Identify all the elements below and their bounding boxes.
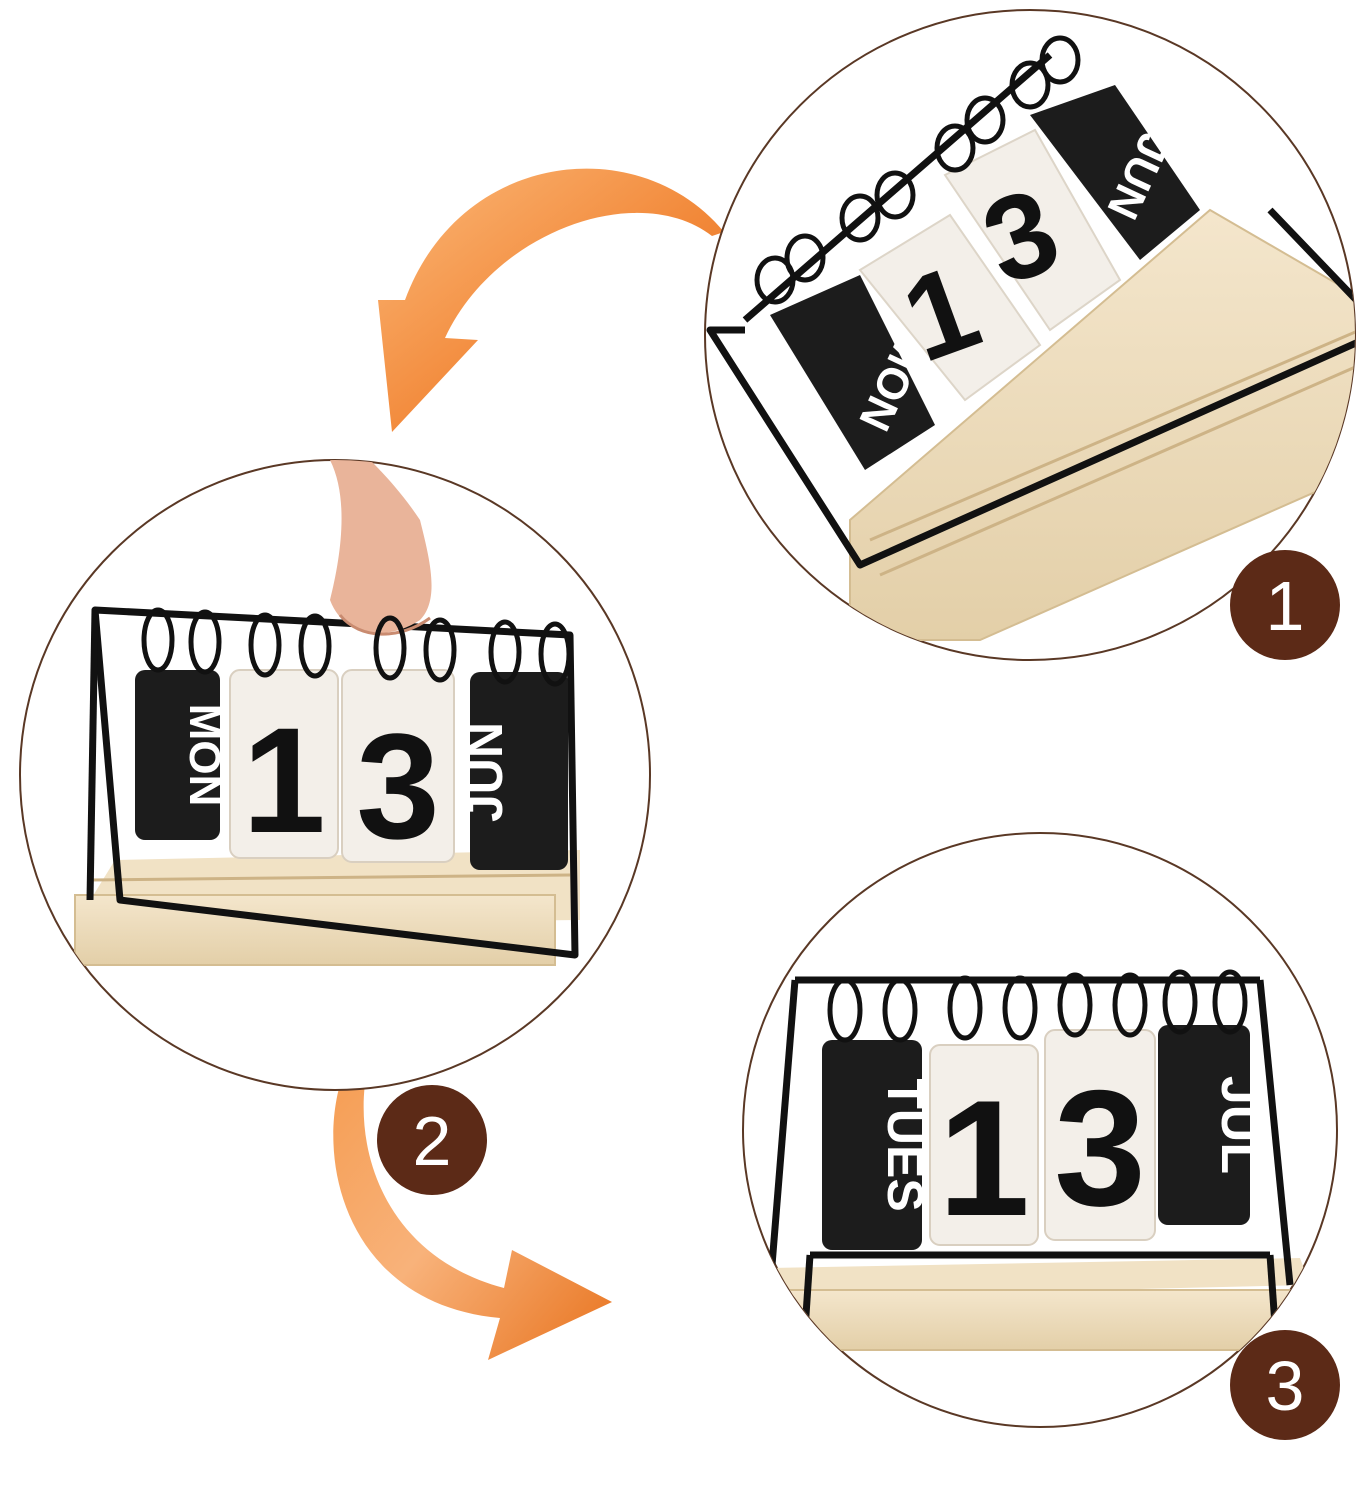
step-2-date-tens-card: 1: [229, 669, 339, 864]
step-2-date-ones-card: 3: [341, 669, 455, 870]
step-3-month-card: JUL: [1158, 1025, 1268, 1225]
step-3-calendar-photo: TUES 1 3 JUL: [754, 969, 1311, 1351]
step-2-date-ones: 3: [356, 702, 439, 870]
step-3-date-ones-card: 3: [1044, 1029, 1156, 1241]
step-1-badge: 1: [1230, 550, 1340, 660]
hand-icon: [330, 460, 432, 636]
wooden-base: [754, 1258, 1311, 1351]
step-2-number: 2: [413, 1102, 452, 1180]
binder-rings: [827, 969, 1248, 1043]
binder-rings: [141, 607, 572, 687]
step-2-date-tens: 1: [242, 696, 325, 864]
arrow-2-to-3: [333, 1020, 612, 1360]
step-3-month-label: JUL: [1210, 1076, 1268, 1174]
step-2-panel: MON 1 3 JUN: [19, 459, 651, 1195]
step-2-calendar-photo: MON 1 3 JUN: [74, 460, 580, 966]
step-1-number: 1: [1266, 567, 1305, 645]
step-2-month-card: JUN: [457, 672, 568, 870]
arrow-1-to-2: [378, 168, 724, 432]
step-3-date-tens-card: 1: [929, 1044, 1039, 1250]
step-1-panel: MON 1 3 JUN: [704, 9, 1356, 661]
step-2-month-label: JUN: [457, 722, 513, 822]
binder-rings: [754, 35, 1081, 305]
curved-arrow-icon: [378, 168, 724, 432]
step-3-day-label: TUES: [877, 1078, 933, 1211]
step-3-number: 3: [1266, 1347, 1305, 1425]
step-1-calendar-photo: MON 1 3 JUN: [706, 35, 1355, 641]
step-3-day-card: TUES: [822, 1040, 933, 1250]
curved-arrow-icon: [333, 1020, 612, 1360]
metal-frame: [706, 207, 1355, 569]
step-2-day-card: MON: [135, 670, 229, 840]
step-3-date-ones: 3: [1054, 1056, 1146, 1240]
step-3-date-tens: 1: [938, 1066, 1030, 1250]
metal-frame: [86, 606, 579, 959]
step-2-badge: 2: [377, 1085, 487, 1195]
step-3-badge: 3: [1230, 1330, 1340, 1440]
step-2-day-label: MON: [180, 704, 229, 807]
step-1-month-card: JUN: [1030, 85, 1200, 260]
step-3-panel: TUES 1 3 JUL: [742, 832, 1340, 1440]
